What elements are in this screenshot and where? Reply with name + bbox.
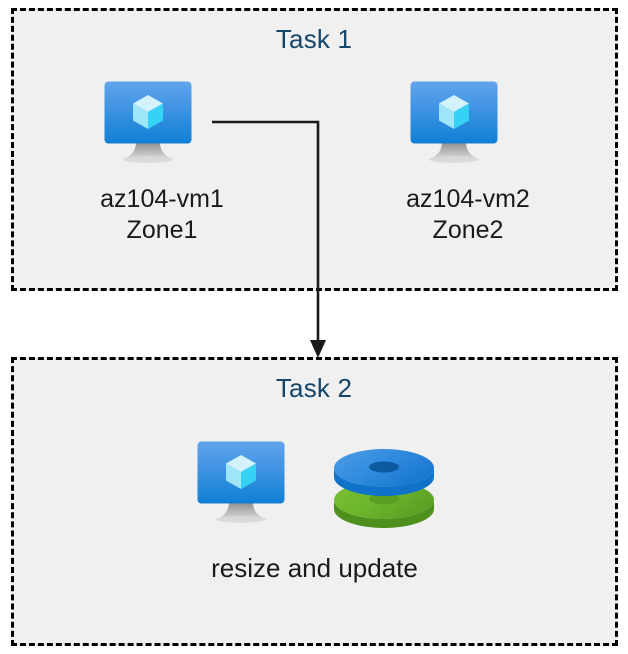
task-2-title: Task 2: [275, 373, 353, 403]
task-2-group-box: [11, 357, 618, 646]
disk-blue: [334, 449, 434, 496]
vm-node-task2[interactable]: [145, 440, 365, 528]
connector-arrowhead-icon: [310, 340, 326, 358]
azure-virtual-machine-icon: [197, 441, 285, 523]
task-1-title: Task 1: [275, 24, 353, 54]
azure-virtual-machine-icon: [104, 81, 192, 163]
vm-node-az104-vm1[interactable]: az104-vm1 Zone1: [52, 80, 272, 245]
vm-node-az104-vm2[interactable]: az104-vm2 Zone2: [358, 80, 578, 245]
task-2-caption: resize and update: [211, 553, 418, 583]
vm-node-label: az104-vm1 Zone1: [100, 185, 224, 244]
azure-virtual-machine-icon: [410, 81, 498, 163]
azure-managed-disks-icon[interactable]: [332, 442, 440, 530]
vm-node-label: az104-vm2 Zone2: [406, 185, 530, 244]
